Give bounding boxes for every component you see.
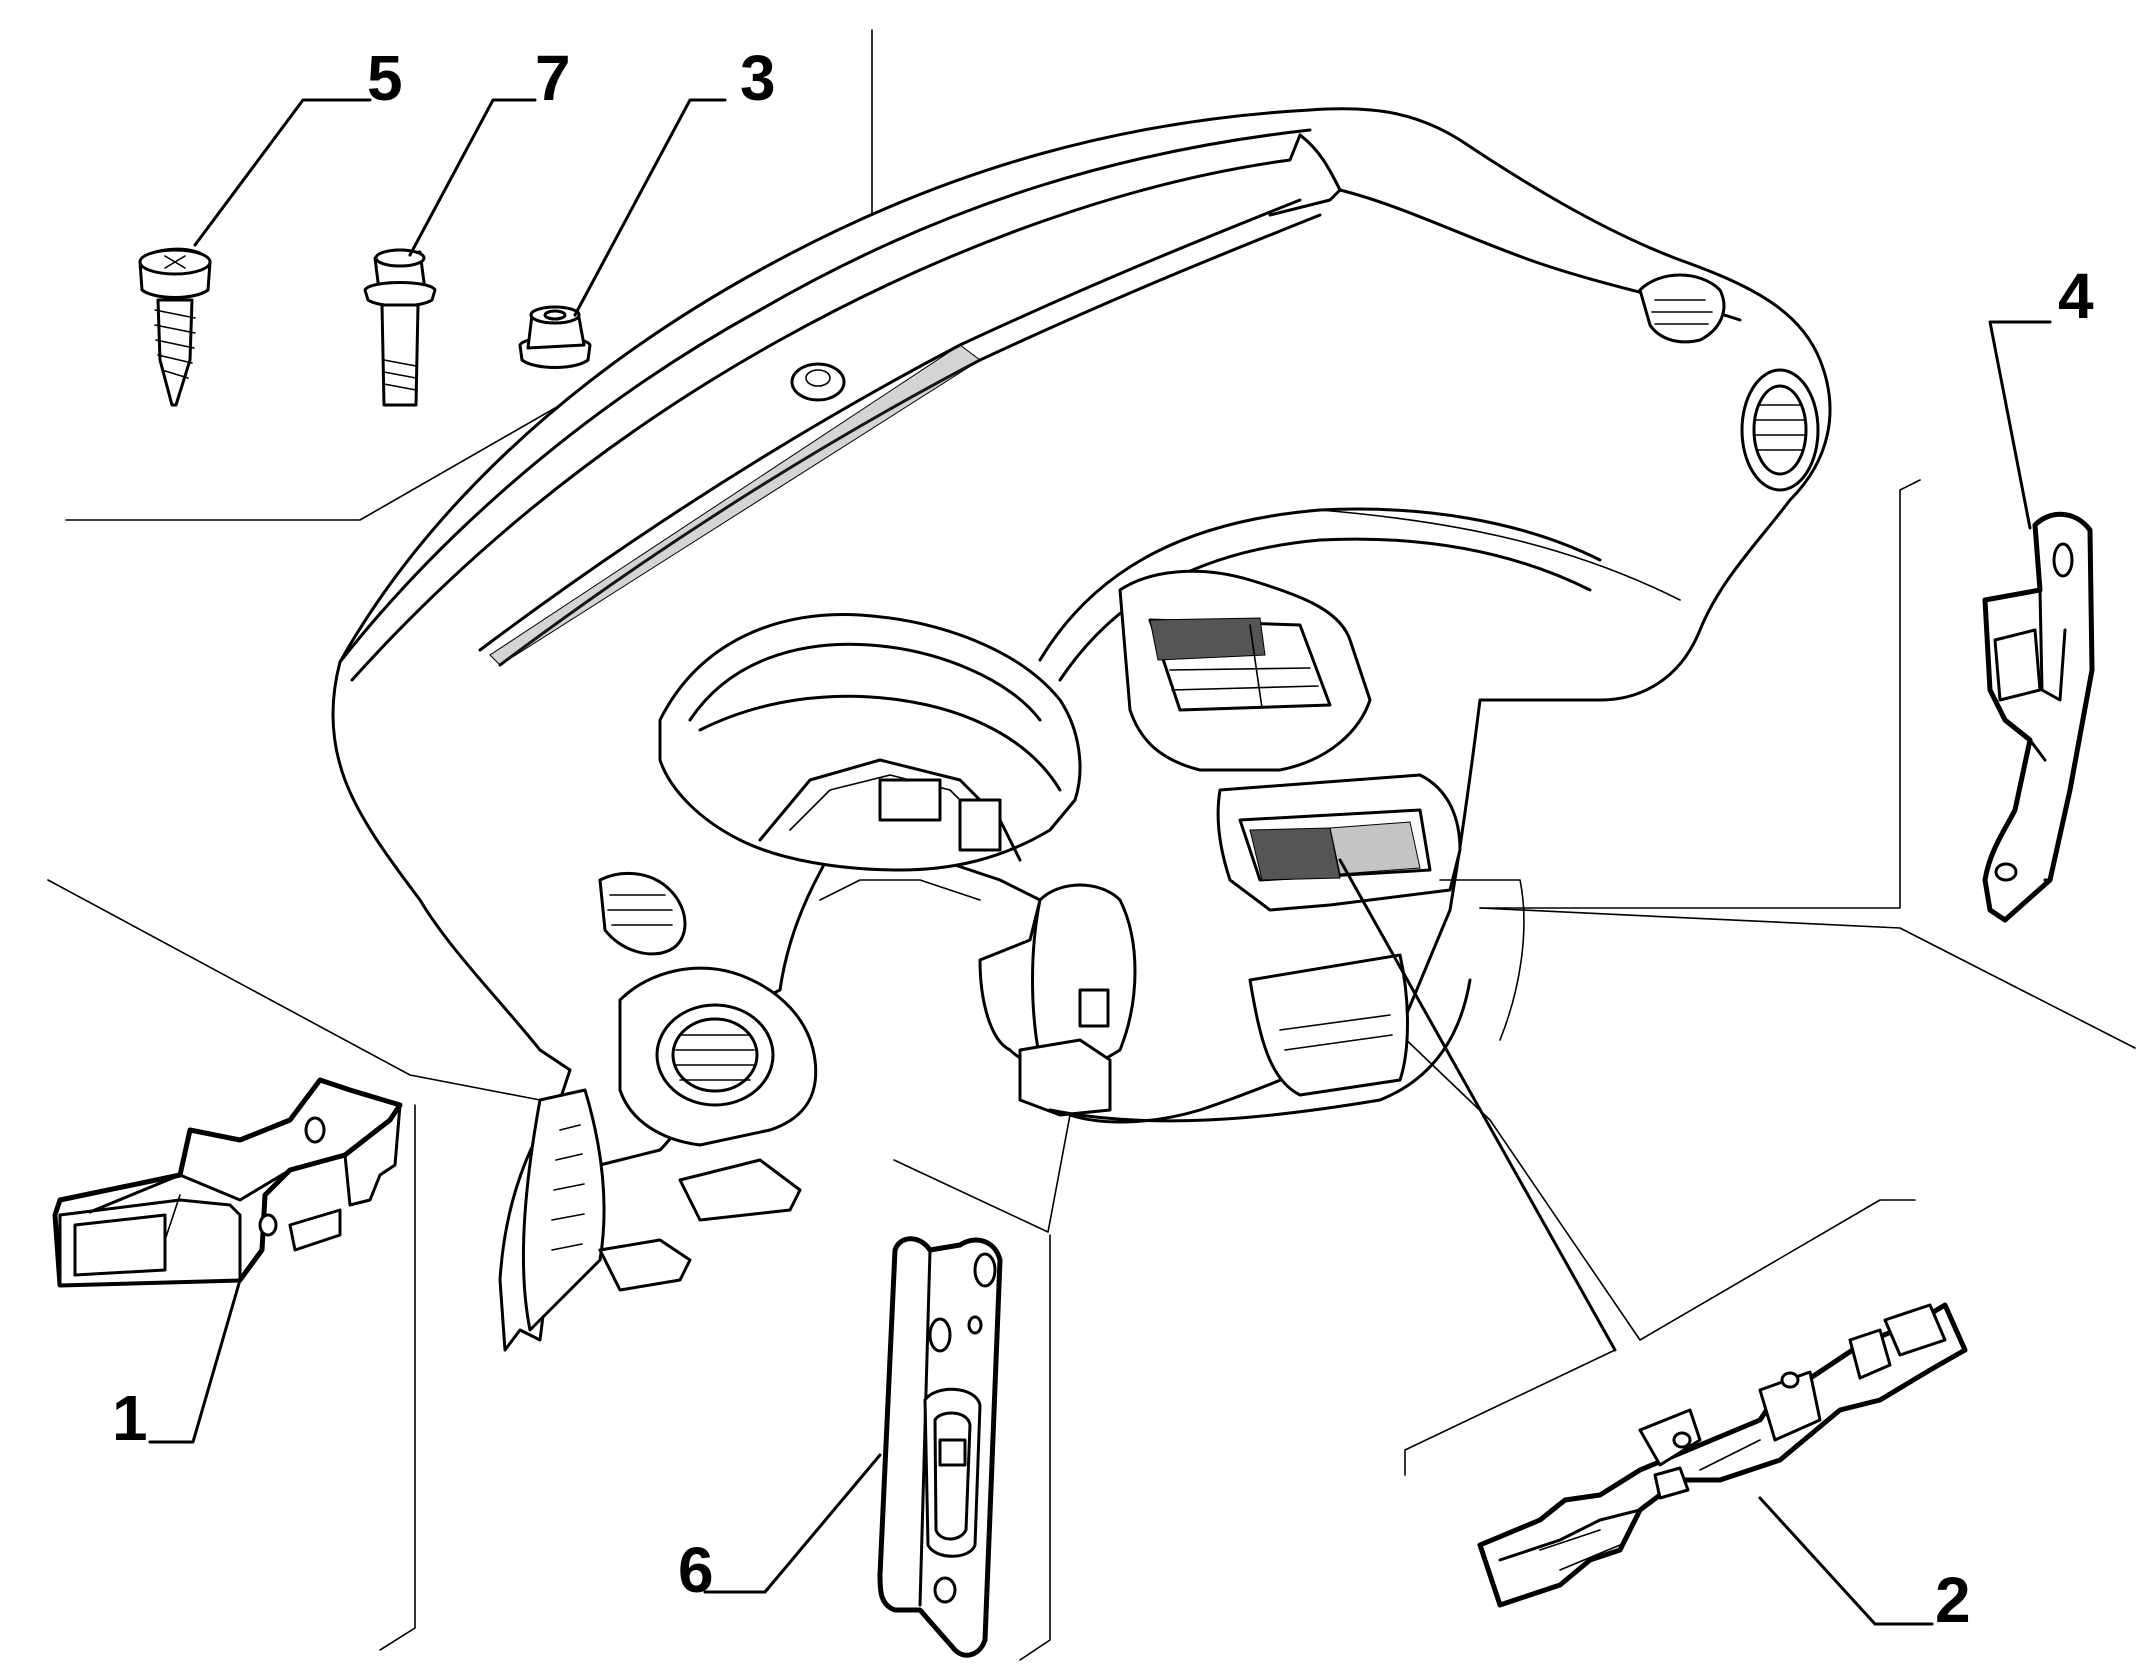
leader-6	[703, 1453, 882, 1594]
leader-1	[148, 1278, 242, 1444]
dashboard-panel	[331, 107, 1832, 1352]
part-4-side-bracket	[1982, 511, 2095, 923]
part-7-hex-bolt	[363, 248, 437, 407]
callout-2: 2	[1935, 1564, 1971, 1636]
callout-5: 5	[367, 42, 403, 114]
leader-lines	[148, 98, 2052, 1626]
callout-6: 6	[678, 1534, 714, 1606]
part-2-cross-bracket	[1477, 1302, 1968, 1608]
leader-5	[193, 98, 372, 247]
leader-4	[1988, 320, 2052, 530]
callout-1: 1	[112, 1382, 148, 1454]
part-6-vertical-bracket	[877, 1236, 1003, 1658]
leader-7	[408, 98, 537, 257]
leader-2	[1758, 1496, 1934, 1626]
callout-numbers: 5 7 3 4 1 6 2	[112, 42, 2094, 1636]
callout-4: 4	[2058, 260, 2094, 332]
callout-3: 3	[740, 42, 776, 114]
part-1-left-bracket	[52, 1077, 403, 1288]
leader-center	[1338, 858, 1617, 1352]
leader-3	[573, 98, 727, 317]
callout-7: 7	[535, 42, 571, 114]
part-5-self-tapping-screw	[138, 247, 212, 407]
part-3-flange-nut	[518, 305, 592, 369]
